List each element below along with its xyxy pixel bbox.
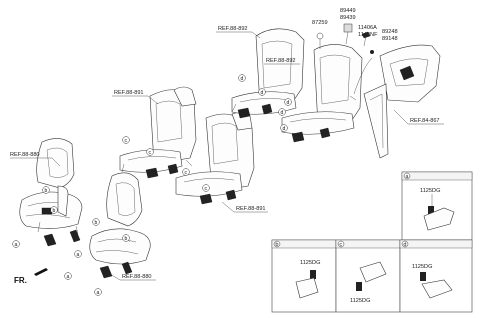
- svg-text:d: d: [261, 90, 264, 96]
- svg-text:1125DG: 1125DG: [300, 260, 320, 266]
- svg-text:1125DG: 1125DG: [412, 264, 432, 270]
- reference-labels: REF.88-880 REF.88-880 REF.88-891 REF.88-…: [10, 26, 444, 281]
- part-number-labels: 87259 89449 89439 11406A 1140NF 89248 89…: [312, 8, 398, 42]
- ref-84-867: REF.84-867: [410, 118, 440, 124]
- svg-text:c: c: [149, 150, 152, 156]
- third-row-seat-lower: [281, 44, 363, 143]
- small-parts: [316, 23, 374, 54]
- third-row-seat-upper: [231, 28, 305, 119]
- side-trim-panel: [353, 44, 441, 159]
- front-arrow-icon: [34, 268, 48, 276]
- ref-88-880-left: REF.88-880: [10, 152, 40, 158]
- svg-text:b: b: [45, 188, 48, 194]
- svg-text:1125DG: 1125DG: [350, 298, 370, 304]
- svg-text:b: b: [53, 208, 56, 214]
- ref-88-880-bottom: REF.88-880: [122, 274, 152, 280]
- part-87259-label: 87259: [312, 20, 328, 26]
- svg-text:d: d: [403, 242, 406, 248]
- svg-text:a: a: [77, 252, 80, 258]
- detail-panel-a: a 1125DG: [401, 171, 473, 241]
- svg-text:d: d: [283, 126, 286, 132]
- detail-panel-b: b 1125DG: [271, 239, 337, 313]
- front-seat-right: [89, 172, 151, 279]
- svg-text:1125DG: 1125DG: [420, 188, 440, 194]
- part-89449-label: 89449: [340, 8, 356, 14]
- svg-text:c: c: [125, 138, 128, 144]
- detail-panel-c: c 1125DG: [335, 239, 401, 313]
- svg-text:b: b: [125, 236, 128, 242]
- svg-text:c: c: [205, 186, 208, 192]
- ref-88-892-mid: REF.88-892: [266, 58, 296, 64]
- part-11406A-icon: [361, 31, 371, 39]
- part-89248-label: 89248: [382, 29, 398, 35]
- ref-88-892-top: REF.88-892: [218, 26, 248, 32]
- part-1140NF-label: 1140NF: [358, 32, 378, 38]
- part-87259-icon: [316, 32, 324, 40]
- front-direction-label: FR.: [14, 276, 27, 285]
- callout-circles: b a b a a b b a c c c c d d d d d: [12, 74, 292, 296]
- second-row-seat: [119, 86, 197, 179]
- part-89148-label: 89148: [382, 36, 398, 42]
- svg-text:d: d: [281, 110, 284, 116]
- svg-text:b: b: [275, 242, 278, 248]
- svg-text:c: c: [185, 170, 188, 176]
- svg-text:a: a: [405, 174, 409, 180]
- part-89248-icon: [370, 50, 374, 54]
- front-direction: FR.: [14, 268, 48, 285]
- ref-88-891-top: REF.88-891: [114, 90, 144, 96]
- part-11406A-label: 11406A: [358, 25, 377, 31]
- ref-88-891-bottom: REF.88-891: [236, 206, 266, 212]
- part-89449-icon: [343, 23, 353, 33]
- svg-text:c: c: [339, 242, 342, 248]
- svg-text:d: d: [241, 76, 244, 82]
- svg-text:a: a: [97, 290, 100, 296]
- part-89439-label: 89439: [340, 15, 356, 21]
- second-row-seat-lower: [175, 112, 255, 205]
- svg-text:b: b: [95, 220, 98, 226]
- svg-text:a: a: [67, 274, 70, 280]
- svg-text:a: a: [15, 242, 18, 248]
- svg-text:d: d: [287, 100, 290, 106]
- detail-panel-d: d 1125DG: [399, 239, 473, 313]
